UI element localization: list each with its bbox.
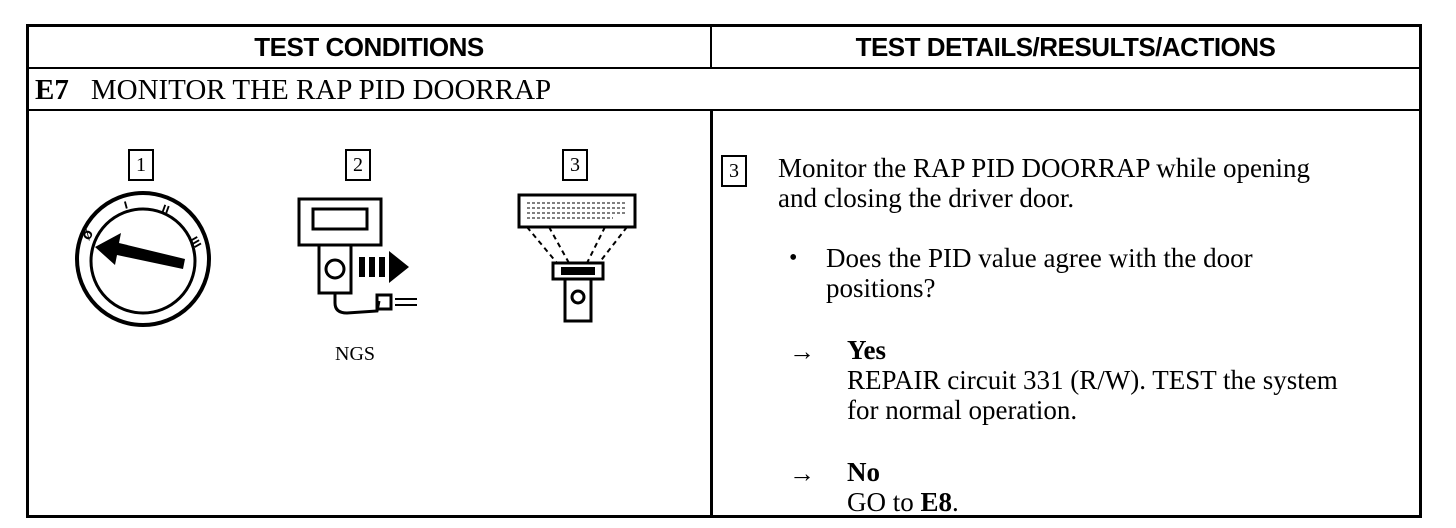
figure-2-label: 2 <box>345 149 371 181</box>
no-arrow-icon: → <box>789 459 815 488</box>
ngs-tester-icon <box>297 197 417 315</box>
yes-action-line-1: REPAIR circuit 331 (R/W). TEST the syste… <box>847 365 1338 395</box>
no-action-text: GO to <box>847 487 914 517</box>
yes-arrow-icon: → <box>789 337 815 366</box>
header-divider <box>710 27 712 67</box>
instruction-line-1: Monitor the RAP PID DOORRAP while openin… <box>778 153 1311 183</box>
yes-label: Yes <box>847 335 886 365</box>
svg-text:III: III <box>187 235 202 250</box>
svg-text:I: I <box>123 200 129 212</box>
test-table: TEST CONDITIONS TEST DETAILS/RESULTS/ACT… <box>26 24 1422 518</box>
detail-step-label: 3 <box>721 155 747 187</box>
no-target-link[interactable]: E8 <box>920 487 953 517</box>
ignition-switch-icon: Ø I II III <box>75 191 211 327</box>
no-period: . <box>952 487 959 517</box>
figure-3-label: 3 <box>562 149 588 181</box>
no-label: No <box>847 457 880 487</box>
test-conditions-header: TEST CONDITIONS <box>254 31 484 62</box>
yes-label-row: Yes <box>847 335 886 365</box>
ngs-caption: NGS <box>335 343 376 365</box>
question-bullet: • <box>789 245 798 271</box>
yes-action-line-2: for normal operation. <box>847 395 1078 425</box>
step-number: E7 <box>35 73 69 106</box>
question-line-2: positions? <box>826 273 936 303</box>
figure-1-label: 1 <box>128 149 154 181</box>
step-title: MONITOR THE RAP PID DOORRAP <box>90 73 552 106</box>
step-rule <box>29 109 1419 111</box>
header-rule <box>29 67 1419 69</box>
instruction-line-2: and closing the driver door. <box>778 183 1075 213</box>
scan-tool-display-icon <box>517 193 637 323</box>
question-line-1: Does the PID value agree with the door <box>826 243 1253 273</box>
no-action-line: GO to E8. <box>847 487 959 517</box>
column-divider <box>710 111 713 515</box>
step-title-row: E7 MONITOR THE RAP PID DOORRAP <box>35 71 551 109</box>
no-label-row: No <box>847 457 880 487</box>
svg-text:II: II <box>160 203 171 216</box>
test-details-header: TEST DETAILS/RESULTS/ACTIONS <box>855 31 1276 62</box>
